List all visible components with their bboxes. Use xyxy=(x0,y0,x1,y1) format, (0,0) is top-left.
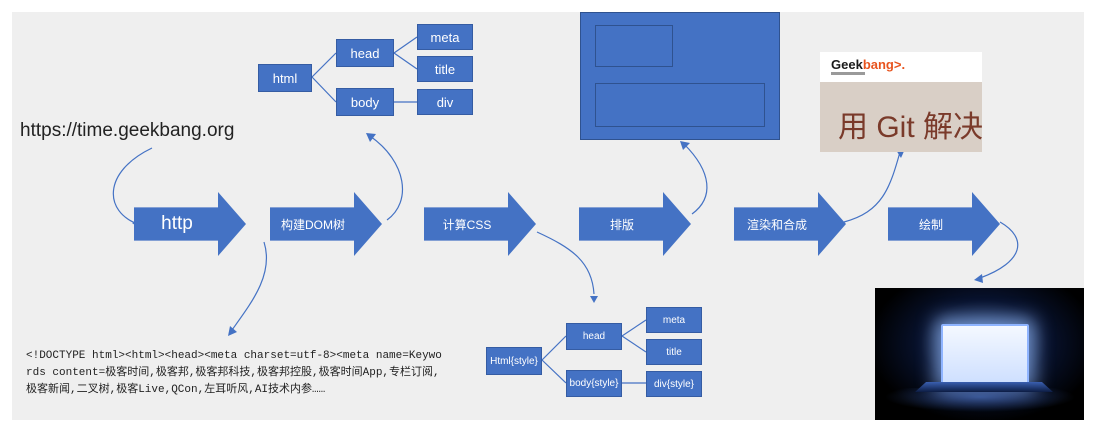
logo-subtitle-bar xyxy=(831,72,865,75)
style-node-meta: meta xyxy=(646,307,702,333)
pipeline-step-layout: 排版 xyxy=(579,192,691,256)
style-node-title-label: title xyxy=(666,346,682,358)
style-node-head: head xyxy=(566,323,622,350)
pipeline-step-http-label: http xyxy=(161,213,193,234)
dom-node-head: head xyxy=(336,39,394,67)
dom-node-div: div xyxy=(417,89,473,115)
laptop-reflection xyxy=(885,388,1075,418)
logo-main: Geek xyxy=(831,57,863,72)
url-label: https://time.geekbang.org xyxy=(20,120,235,141)
pipeline-step-build-dom: 构建DOM树 xyxy=(270,192,382,256)
diagram-canvas: https://time.geekbang.org http 构建DOM树 计算… xyxy=(12,12,1084,420)
style-node-body: body{style} xyxy=(566,370,622,397)
style-node-div-label: div{style} xyxy=(653,378,695,390)
style-node-title: title xyxy=(646,339,702,365)
logo-accent: bang xyxy=(862,57,894,72)
arrowhead-dom-to-tree xyxy=(366,133,376,142)
laptop-illustration xyxy=(875,288,1084,420)
flow-layout-to-boxes xyxy=(683,143,708,215)
style-node-html-label: Html{style} xyxy=(490,355,538,367)
arrowhead-paint-to-laptop xyxy=(974,274,983,283)
flow-dom-to-tree xyxy=(369,135,403,221)
laptop-screen xyxy=(941,324,1029,384)
geekbang-logo: Geekbang>. xyxy=(831,57,905,72)
layout-box-bottom xyxy=(595,83,765,127)
preview-headline: 用 Git 解决 xyxy=(838,111,982,144)
logo-suffix: >. xyxy=(893,57,906,72)
laptop-base xyxy=(915,382,1053,392)
dom-node-head-label: head xyxy=(350,45,380,61)
layout-box-top xyxy=(595,25,673,67)
pipeline-step-compute-css-label: 计算CSS xyxy=(442,217,492,232)
preview-header: Geekbang>. xyxy=(820,52,982,82)
arrowhead-http-to-code xyxy=(228,326,237,336)
style-node-meta-label: meta xyxy=(662,314,686,326)
connector-head-meta xyxy=(393,36,418,54)
dom-node-meta: meta xyxy=(417,24,473,50)
pipeline-step-layout-label: 排版 xyxy=(609,217,634,232)
dom-node-html-label: html xyxy=(272,70,298,86)
connector-head-title xyxy=(393,52,418,70)
pipeline-step-paint: 绘制 xyxy=(888,192,1000,256)
pipeline-step-paint-label: 绘制 xyxy=(918,217,943,232)
dom-node-div-label: div xyxy=(436,94,454,110)
flow-http-to-code xyxy=(231,241,268,331)
connector-style-head-title xyxy=(621,335,647,353)
dom-node-title-label: title xyxy=(434,61,456,77)
flow-css-to-style-tree xyxy=(536,231,595,295)
connector-style-head-meta xyxy=(621,319,647,337)
connector-html-head xyxy=(311,52,337,78)
style-node-body-label: body{style} xyxy=(569,378,619,389)
dom-node-meta-label: meta xyxy=(430,29,460,45)
connector-style-html-head xyxy=(541,335,567,361)
pipeline-step-build-dom-label: 构建DOM树 xyxy=(281,217,345,232)
layout-boxes xyxy=(580,12,780,140)
html-source-code: <!DOCTYPE html><html><head><meta charset… xyxy=(26,350,442,396)
rendered-page-preview: Geekbang>. 用 Git 解决 xyxy=(820,52,982,152)
dom-node-body-label: body xyxy=(350,94,380,110)
connector-style-html-body xyxy=(541,359,567,384)
dom-node-title: title xyxy=(417,56,473,82)
style-node-head-label: head xyxy=(582,331,606,342)
arrowhead-layout-to-boxes xyxy=(680,141,690,150)
dom-node-body: body xyxy=(336,88,394,116)
connector-html-body xyxy=(311,76,337,103)
pipeline-step-compute-css: 计算CSS xyxy=(424,192,536,256)
pipeline-step-render-composite: 渲染和合成 xyxy=(734,192,846,256)
pipeline-step-http: http xyxy=(134,192,246,256)
pipeline-step-render-composite-label: 渲染和合成 xyxy=(746,217,807,232)
style-node-html: Html{style} xyxy=(486,347,542,375)
style-node-div: div{style} xyxy=(646,371,702,397)
dom-node-html: html xyxy=(258,64,312,92)
arrowhead-css-to-style-tree xyxy=(590,296,598,303)
